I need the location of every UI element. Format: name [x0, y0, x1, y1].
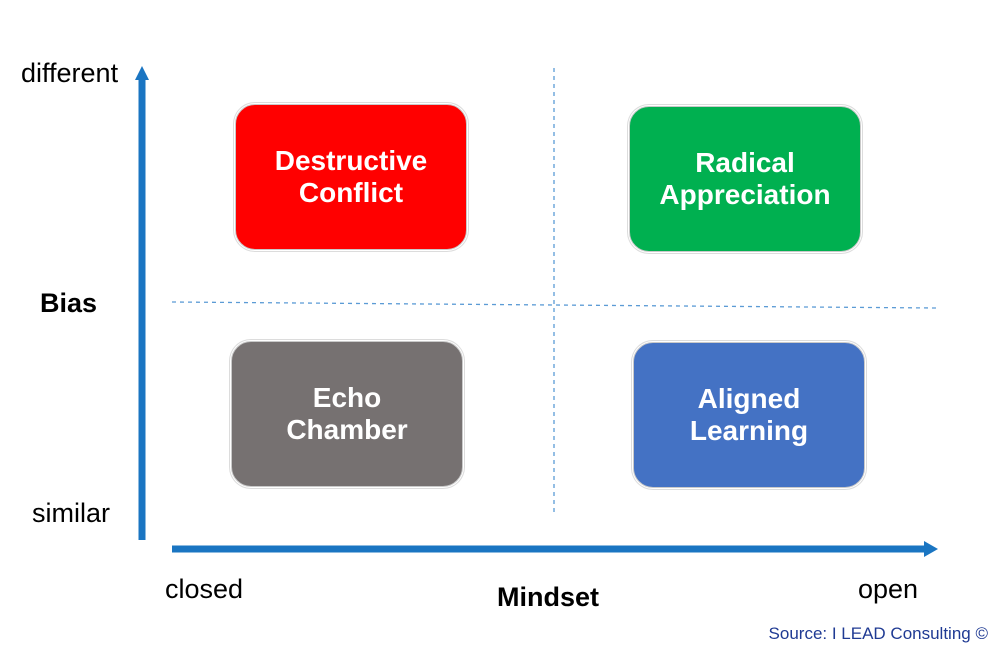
y-axis-title: Bias	[40, 288, 98, 318]
quadrant-label: Destructive Conflict	[274, 145, 428, 208]
quadrant-radical-appreciation: Radical Appreciation	[629, 106, 861, 252]
quadrant-destructive-conflict: Destructive Conflict	[235, 104, 467, 250]
quadrant-label: Radical Appreciation	[659, 147, 831, 210]
quadrant-echo-chamber: Echo Chamber	[231, 341, 463, 487]
x-axis-arrowhead	[924, 541, 938, 557]
x-axis-left-label: closed	[165, 574, 244, 604]
y-axis-top-label: different	[21, 58, 119, 88]
x-axis-title: Mindset	[497, 582, 600, 612]
quadrant-label: Echo Chamber	[286, 382, 408, 445]
source-credit: Source: I LEAD Consulting ©	[768, 624, 988, 643]
x-axis-right-label: open	[858, 574, 919, 604]
y-axis-bottom-label: similar	[32, 498, 110, 528]
y-axis-arrowhead	[135, 66, 149, 80]
quadrant-aligned-learning: Aligned Learning	[633, 342, 865, 488]
quadrant-label: Aligned Learning	[689, 383, 809, 446]
